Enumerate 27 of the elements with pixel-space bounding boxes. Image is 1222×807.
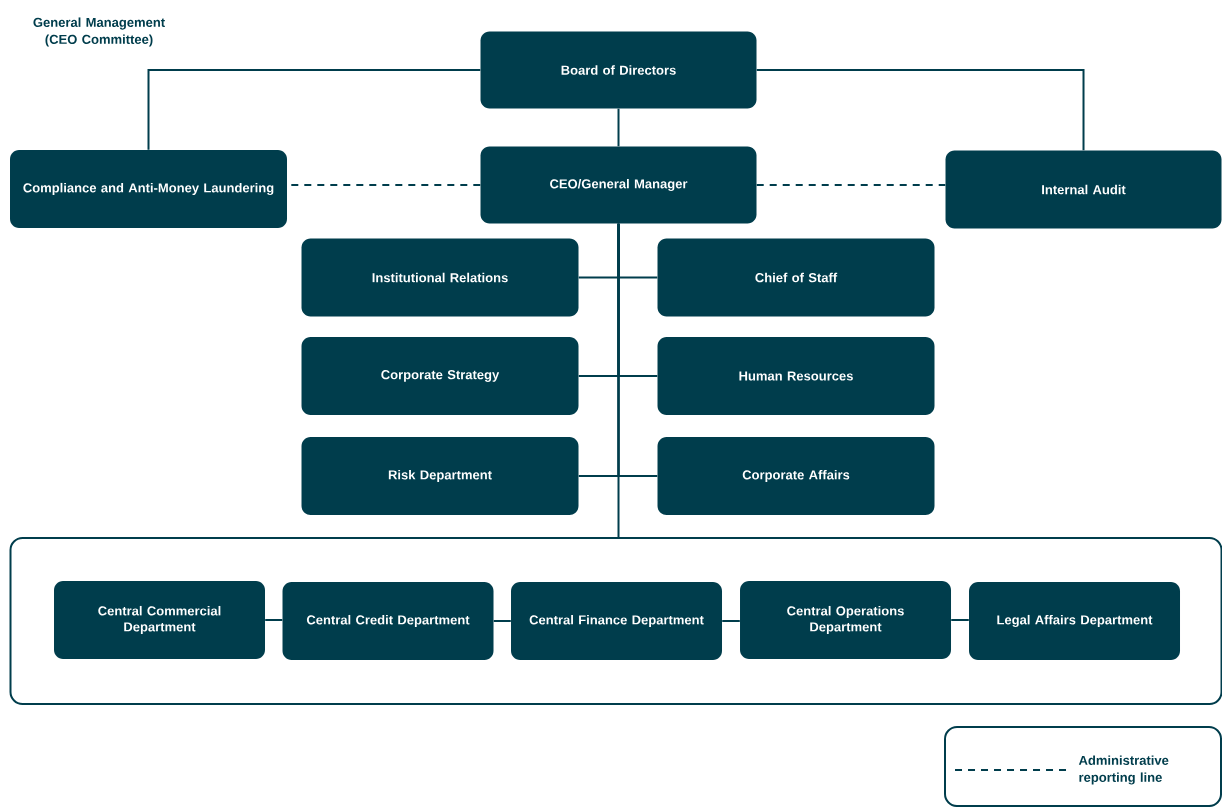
connector-line — [755, 184, 947, 186]
connector-line — [617, 107, 620, 148]
org-box: Central Credit Department — [282, 582, 494, 660]
connector-line — [721, 620, 741, 622]
org-box: Risk Department — [301, 437, 579, 515]
connector-line — [147, 69, 482, 151]
org-box: CEO/General Manager — [480, 146, 757, 224]
connector-line — [617, 222, 620, 538]
org-box: Board of Directors — [480, 31, 757, 109]
org-box: Central Operations Department — [740, 581, 951, 659]
org-box: Internal Audit — [945, 150, 1222, 229]
org-box: Corporate Strategy — [301, 337, 579, 415]
org-box: Central Finance Department — [511, 582, 722, 660]
org-box: Institutional Relations — [301, 238, 579, 317]
org-box: Central Commercial Department — [54, 581, 265, 659]
connector-line — [264, 619, 284, 621]
org-box: Corporate Affairs — [657, 437, 935, 515]
legend-label: Administrative reporting line — [1078, 755, 1169, 785]
org-box: Compliance and Anti-Money Laundering — [10, 150, 287, 228]
connector-line — [950, 619, 970, 621]
org-box: Human Resources — [657, 337, 935, 415]
heading-label: General Management (CEO Committee) — [33, 17, 165, 47]
org-box: Legal Affairs Department — [969, 582, 1180, 660]
connector-line — [755, 69, 1085, 152]
org-box: Chief of Staff — [657, 238, 935, 317]
connector-line — [492, 620, 512, 622]
group-frame — [9, 537, 1222, 705]
